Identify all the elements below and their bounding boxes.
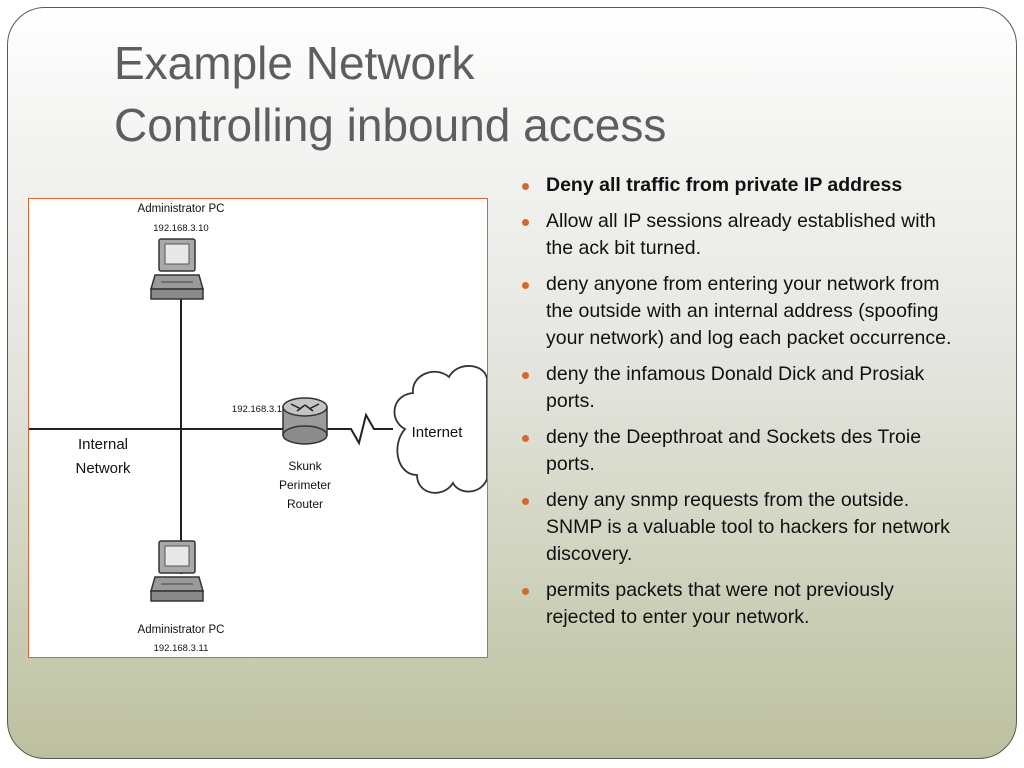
bullet-dot-icon (522, 183, 529, 190)
router-icon (282, 397, 328, 445)
bullet-dot-icon (522, 498, 529, 505)
bullet-item: deny the Deepthroat and Sockets des Troi… (518, 424, 968, 478)
bullet-text: permits packets that were not previously… (546, 579, 894, 628)
slide: Example Network Controlling inbound acce… (7, 7, 1017, 759)
bullet-item: Deny all traffic from private IP address (518, 172, 968, 199)
bullet-item: deny any snmp requests from the outside.… (518, 487, 968, 568)
router-label-1: Skunk (288, 459, 322, 473)
bullet-dot-icon (522, 372, 529, 379)
router-label-2: Perimeter (278, 478, 331, 492)
admin-pc-bottom-label: Administrator PC (137, 624, 225, 636)
network-diagram-graphic (29, 238, 487, 602)
title-line-2: Controlling inbound access (114, 99, 667, 151)
bullet-text: Allow all IP sessions already establishe… (546, 210, 936, 259)
router-label-3: Router (286, 497, 324, 511)
bullet-text: Deny all traffic from private IP address (546, 174, 903, 196)
bullet-item: deny the infamous Donald Dick and Prosia… (518, 361, 968, 415)
bullet-list: Deny all traffic from private IP address… (518, 172, 968, 640)
admin-pc-bottom-ip: 192.168.3.11 (153, 643, 209, 654)
internal-network-label-1: Internal (77, 436, 129, 453)
admin-pc-top-label: Administrator PC (137, 203, 225, 215)
admin-pc-top-ip: 192.168.3.10 (153, 223, 209, 234)
internet-label: Internet (411, 424, 463, 441)
network-diagram: Administrator PC 192.168.3.10 Administra… (28, 198, 488, 658)
bullet-dot-icon (522, 282, 529, 289)
bullet-text: deny anyone from entering your network f… (546, 273, 952, 349)
bullet-item: permits packets that were not previously… (518, 577, 968, 631)
bullet-text: deny any snmp requests from the outside.… (546, 489, 950, 565)
bullet-dot-icon (522, 219, 529, 226)
cloud-icon (393, 365, 487, 494)
bullet-text: deny the Deepthroat and Sockets des Troi… (546, 426, 922, 475)
computer-icon (150, 238, 204, 300)
bullet-text: deny the infamous Donald Dick and Prosia… (546, 363, 925, 412)
bullet-item: Allow all IP sessions already establishe… (518, 208, 968, 262)
computer-icon (150, 540, 204, 602)
bullet-dot-icon (522, 588, 529, 595)
router-ip: 192.168.3.1 (231, 404, 283, 415)
title-line-1: Example Network (114, 37, 475, 89)
wan-link (327, 412, 393, 446)
internal-network-label-2: Network (75, 460, 131, 477)
slide-title: Example Network Controlling inbound acce… (114, 32, 914, 156)
bullet-item: deny anyone from entering your network f… (518, 271, 968, 352)
bullet-dot-icon (522, 435, 529, 442)
